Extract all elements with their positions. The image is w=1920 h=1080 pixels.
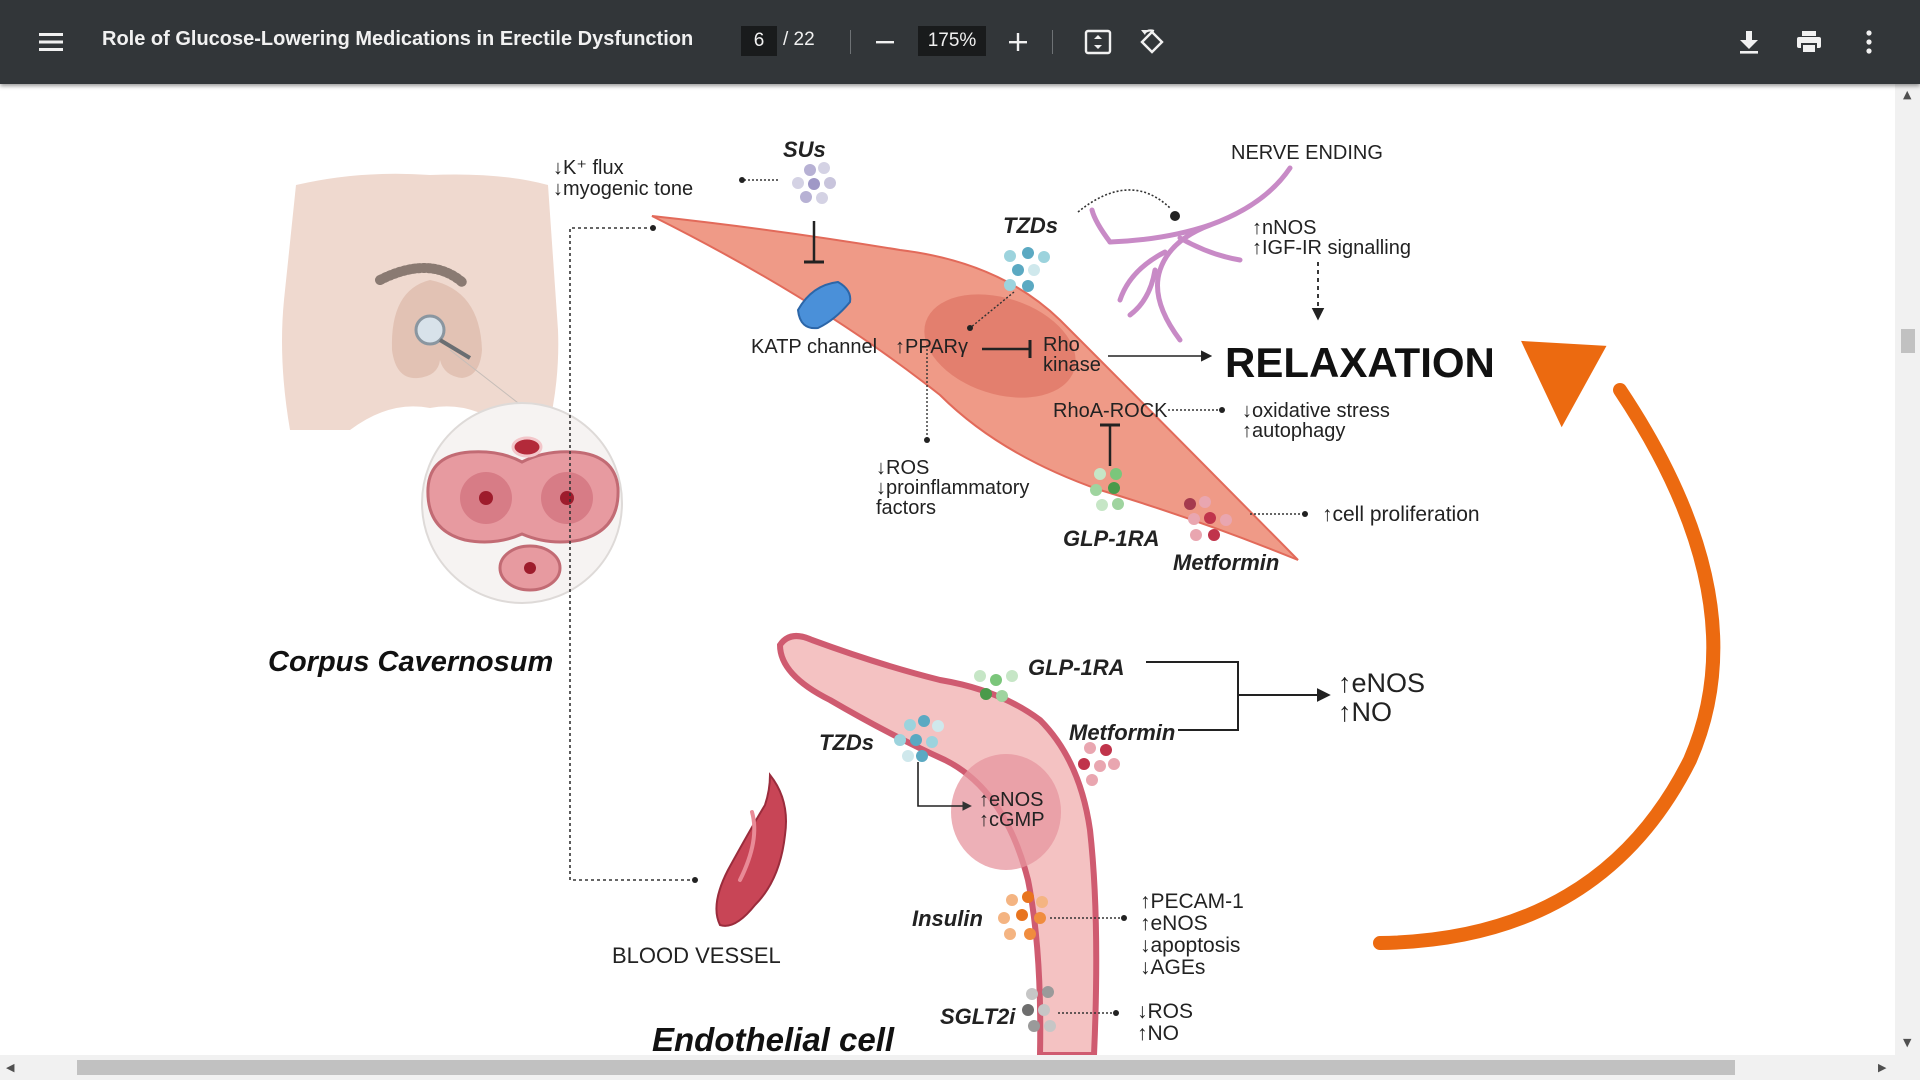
more-vert-icon[interactable]: [1854, 27, 1884, 57]
glp1ra-drug-dots: [1090, 468, 1124, 511]
metformin-label-top: Metformin: [1173, 550, 1279, 575]
metformin-drug-dots: [1078, 742, 1120, 786]
horizontal-scrollbar[interactable]: ◀ ▶: [0, 1055, 1920, 1080]
sglt2i-drug-dots: [1022, 986, 1056, 1032]
endothelial-cell-label: Endothelial cell: [652, 1021, 895, 1055]
rho-label: Rho: [1043, 334, 1080, 356]
figure-canvas: ↓K⁺ flux ↓myogenic tone SUs NERVE ENDING…: [268, 137, 1721, 1055]
print-icon[interactable]: [1793, 27, 1825, 57]
myogenic-tone-label: ↓myogenic tone: [553, 178, 693, 200]
scroll-up-icon[interactable]: ▲: [1903, 88, 1912, 101]
factors-label: factors: [876, 497, 936, 519]
scroll-left-icon[interactable]: ◀: [6, 1061, 15, 1074]
proinflammatory-label: ↓proinflammatory: [876, 477, 1029, 499]
dotted-connector: [569, 227, 695, 881]
autophagy-label: ↑autophagy: [1242, 420, 1345, 442]
rotate-icon[interactable]: [1136, 27, 1168, 57]
glp1ra-label-top: GLP-1RA: [1063, 526, 1160, 551]
blood-vessel-label: BLOOD VESSEL: [612, 943, 781, 968]
blood-vessel-illustration: [715, 772, 787, 927]
corpus-cavernosum-label: Corpus Cavernosum: [268, 646, 553, 678]
metformin-drug-dots: [1184, 496, 1232, 541]
insulin-drug-dots: [998, 891, 1048, 940]
pdf-toolbar: Role of Glucose-Lowering Medications in …: [0, 0, 1920, 84]
nerve-ending-illustration: [1089, 165, 1293, 343]
pecam-label: ↑PECAM-1: [1140, 890, 1244, 913]
apoptosis-label: ↓apoptosis: [1140, 934, 1240, 957]
hamburger-menu-icon[interactable]: [36, 28, 66, 56]
endothelial-cell-shape: [776, 633, 1100, 1055]
glp1ra-label-bottom: GLP-1RA: [1028, 655, 1125, 680]
sglt2i-label: SGLT2i: [940, 1004, 1016, 1029]
oxidative-stress-label: ↓oxidative stress: [1242, 400, 1390, 422]
vertical-scroll-thumb[interactable]: [1901, 329, 1915, 353]
cell-proliferation-label: ↑cell proliferation: [1322, 503, 1480, 526]
toolbar-divider: [850, 30, 851, 54]
horizontal-scroll-thumb[interactable]: [77, 1060, 1735, 1075]
sus-drug-dots: [792, 162, 836, 204]
enos-label-big: ↑eNOS: [1338, 668, 1425, 698]
cgmp-label: ↑cGMP: [979, 809, 1045, 831]
ros-label-bottom: ↓ROS: [1137, 1000, 1193, 1023]
document-title: Role of Glucose-Lowering Medications in …: [102, 28, 694, 50]
no-label-bottom: ↑NO: [1137, 1022, 1179, 1045]
tzds-label-bottom: TZDs: [819, 730, 874, 755]
relaxation-label: RELAXATION: [1225, 339, 1495, 386]
body-illustration: [282, 173, 559, 430]
insulin-label: Insulin: [912, 906, 983, 931]
fit-page-icon[interactable]: [1082, 27, 1114, 57]
ros-label-top: ↓ROS: [876, 457, 929, 479]
vertical-scrollbar[interactable]: ▲ ▼: [1895, 84, 1920, 1055]
download-icon[interactable]: [1734, 27, 1764, 57]
ppar-label: ↑PPARγ: [895, 336, 968, 358]
ages-label: ↓AGEs: [1140, 956, 1205, 979]
k-flux-label: ↓K⁺ flux: [553, 157, 624, 179]
ccsmc-cell-shape: [651, 215, 1299, 561]
zoom-level-input[interactable]: 175%: [918, 26, 986, 56]
tzds-label-top: TZDs: [1003, 213, 1058, 238]
sus-label: SUs: [783, 137, 826, 162]
nerve-ending-label: NERVE ENDING: [1231, 142, 1383, 164]
tzds-drug-dots: [1004, 247, 1050, 292]
page-number-input[interactable]: 6: [741, 26, 777, 56]
page-total: / 22: [783, 29, 815, 50]
zoom-out-icon[interactable]: [870, 28, 900, 56]
penis-cross-section: [421, 402, 623, 604]
toolbar-divider: [1052, 30, 1053, 54]
kinase-label: kinase: [1043, 354, 1101, 376]
igf-label: ↑IGF-IR signalling: [1252, 237, 1411, 259]
tzds-drug-dots: [894, 715, 944, 762]
scroll-down-icon[interactable]: ▼: [1903, 1036, 1912, 1049]
katp-channel-icon: [796, 221, 852, 330]
katp-channel-label: KATP channel: [751, 336, 877, 358]
relaxation-arrow: [1373, 383, 1721, 950]
zoom-in-icon[interactable]: [1003, 28, 1033, 56]
metformin-label-bottom: Metformin: [1069, 720, 1175, 745]
rhoa-rock-label: RhoA-ROCK: [1053, 400, 1168, 422]
pdf-viewer[interactable]: ↓K⁺ flux ↓myogenic tone SUs NERVE ENDING…: [0, 84, 1895, 1055]
scroll-right-icon[interactable]: ▶: [1878, 1061, 1887, 1074]
enos-label-small: ↑eNOS: [979, 789, 1043, 811]
enos-insulin-label: ↑eNOS: [1140, 912, 1208, 935]
no-label-big: ↑NO: [1338, 697, 1392, 727]
nnos-label: ↑nNOS: [1252, 217, 1316, 239]
glp1ra-drug-dots: [974, 670, 1018, 702]
